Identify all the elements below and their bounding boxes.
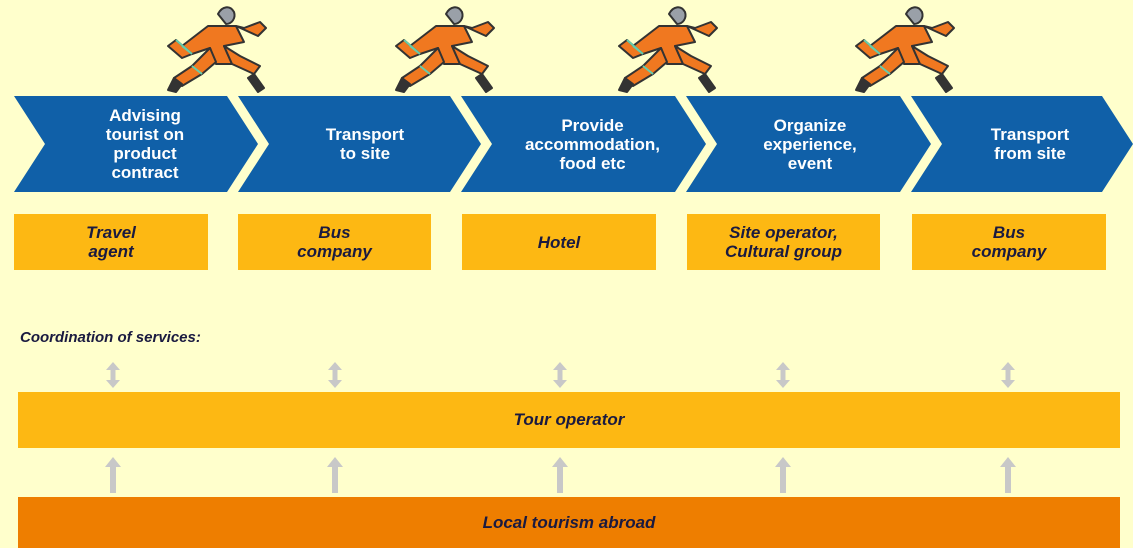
double-arrow-icon — [1001, 362, 1015, 388]
chevron-stage-3 — [461, 96, 706, 192]
actor-box-1: Travel agent — [14, 214, 208, 270]
chevron-stage-1 — [14, 96, 258, 192]
stage-label-4: Organize experience, event — [763, 115, 857, 173]
stage-label-5: Transport from site — [990, 125, 1070, 163]
local-tourism-label: Local tourism abroad — [482, 512, 656, 532]
actor-box-5: Bus company — [912, 214, 1106, 270]
actor-box-3: Hotel — [462, 214, 656, 270]
actor-box-4: Site operator, Cultural group — [687, 214, 880, 270]
runner-icon — [395, 6, 495, 93]
double-arrow-icon — [553, 362, 567, 388]
stage-label-1: Advising tourist on product contract — [105, 106, 185, 182]
stage-label-3: Provide accommodation, food etc — [524, 115, 661, 173]
up-arrow-icon — [1000, 457, 1016, 493]
tour-operator-label: Tour operator — [513, 410, 625, 429]
runner-icon — [855, 6, 955, 93]
local-tourism-bar: Local tourism abroad — [18, 497, 1120, 548]
actor-box-2: Bus company — [238, 214, 431, 270]
chevron-stage-5 — [911, 96, 1133, 192]
up-arrow-icon — [552, 457, 568, 493]
up-arrow-icon — [105, 457, 121, 493]
chevron-stage-2 — [238, 96, 481, 192]
runner-icon — [167, 6, 267, 93]
double-arrow-icon — [328, 362, 342, 388]
double-arrow-icon — [106, 362, 120, 388]
stage-label-2: Transport to site — [325, 125, 405, 163]
chevron-stage-4 — [686, 96, 931, 192]
up-arrow-icon — [775, 457, 791, 493]
runner-icon — [618, 6, 718, 93]
double-arrow-icon — [776, 362, 790, 388]
tour-operator-bar: Tour operator — [18, 392, 1120, 448]
up-arrow-icon — [327, 457, 343, 493]
coordination-label: Coordination of services: — [20, 329, 201, 346]
